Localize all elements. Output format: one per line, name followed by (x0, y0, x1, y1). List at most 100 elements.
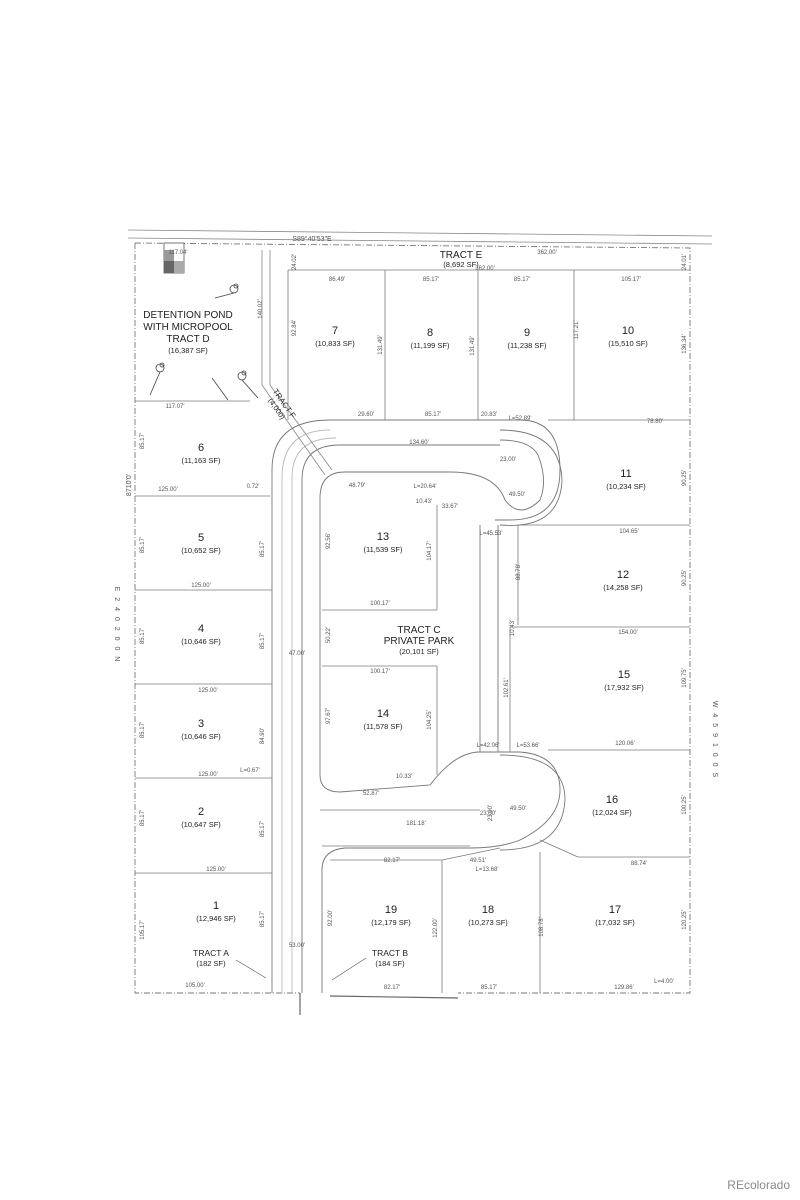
dimension-label: 23.00' (480, 811, 496, 817)
dimension-label: 125.00' (191, 583, 211, 589)
dimension-label-vertical: 117.21' (574, 320, 580, 339)
lot-number: 7 (332, 325, 338, 337)
dimension-label: L=52.89' (508, 416, 531, 422)
dimension-label: 362.00' (537, 250, 557, 256)
dimension-label-vertical: 131.49' (378, 335, 384, 355)
lot-number: 6 (198, 442, 204, 454)
lot-number: 3 (198, 718, 204, 730)
tract-b-label: TRACT B (184 SF) (331, 948, 409, 981)
dimension-label: 52.87' (363, 791, 379, 797)
lot-13: 13(11,539 SF) (363, 531, 403, 554)
dimension-label: L=45.53' (479, 531, 502, 537)
top-road (127, 229, 713, 245)
dimension-label-vertical: 131.49' (470, 336, 476, 356)
dimension-label: 10.43' (416, 499, 432, 505)
dimension-label: 85.17' (481, 985, 497, 991)
svg-text:TRACT B: TRACT B (372, 948, 409, 958)
lot-area: (10,646 SF) (181, 637, 221, 646)
svg-text:(182 SF): (182 SF) (196, 959, 226, 968)
street-right-of-way (271, 419, 566, 993)
lot-area: (10,833 SF) (315, 339, 355, 348)
lot-number: 4 (198, 623, 204, 635)
dimension-label-vertical: 85.17' (140, 722, 146, 738)
dimension-label: 154.00' (618, 630, 638, 636)
lot-11: 11(10,234 SF) (606, 468, 646, 491)
lot-3: 3(10,646 SF) (181, 718, 221, 741)
dimension-label: L=53.66' (516, 743, 539, 749)
dimension-label-vertical: 24.01' (682, 254, 688, 270)
dimension-label-vertical: 90.25' (682, 570, 688, 586)
lot-area: (17,032 SF) (595, 918, 635, 927)
svg-text:(8,692 SF): (8,692 SF) (443, 260, 479, 269)
tract-c-label: TRACT C PRIVATE PARK (20,101 SF) (384, 625, 455, 656)
dimension-label: 100.17' (370, 669, 390, 675)
dimension-label: 134.60' (409, 440, 429, 446)
lot-number: 2 (198, 806, 204, 818)
dimension-label: L=13.68' (475, 867, 498, 873)
dimension-label: 47.00' (289, 651, 305, 657)
dimension-label-vertical: 92.56' (326, 533, 332, 549)
lot-number: 16 (606, 794, 618, 806)
dimension-label-vertical: 85.17' (140, 433, 146, 449)
dimension-label-vertical: 120.25' (682, 910, 688, 930)
lot-labels: 1(12,946 SF)2(10,647 SF)3(10,646 SF)4(10… (181, 325, 648, 927)
dimension-label: 0.72' (247, 484, 260, 490)
dimension-label: 48.79' (349, 483, 365, 489)
lot-area: (11,238 SF) (507, 341, 547, 350)
lot-16: 16 (12,024 SF) (592, 794, 632, 817)
dimension-label-vertical: 92.00' (328, 910, 334, 926)
dimension-label: 125.00' (206, 867, 226, 873)
dimension-label-vertical: 122.00' (433, 918, 439, 938)
lot-area: (10,647 SF) (181, 820, 221, 829)
lot-number: 15 (618, 669, 630, 681)
building-icon (163, 242, 185, 274)
lot-area: (12,024 SF) (592, 808, 632, 817)
svg-text:TRACT A: TRACT A (193, 948, 229, 958)
dimension-label: L=4.00' (654, 979, 674, 985)
lot-area: (10,652 SF) (181, 546, 221, 555)
dimension-label-vertical: 85.17' (260, 541, 266, 557)
bearing-top: S89°40'53"E (292, 235, 332, 243)
dimension-label: 85.17' (423, 277, 439, 283)
svg-text:(16,387 SF): (16,387 SF) (168, 346, 208, 355)
dimension-label-vertical: 85.17' (260, 821, 266, 837)
svg-text:TRACT C: TRACT C (397, 625, 440, 636)
dimension-label-vertical: 97.67' (326, 708, 332, 724)
lot-number: 5 (198, 532, 204, 544)
lot-area: (12,179 SF) (371, 918, 411, 927)
dimension-label: 33.67' (442, 504, 458, 510)
lot-number: 10 (622, 325, 634, 337)
lot-number: 8 (427, 327, 433, 339)
bearing-left: 8710'0' (126, 474, 133, 496)
dimension-labels: 117.04'362.00'86.49'85.17'85.17'105.17'3… (140, 250, 688, 991)
lot-area: (14,258 SF) (603, 583, 643, 592)
lot-area: (11,163 SF) (181, 456, 221, 465)
lot-7: 7 (10,833 SF) (315, 325, 355, 348)
dimension-label: 85.17' (425, 412, 441, 418)
lot-1: 1 (12,946 SF) (196, 900, 236, 923)
bottom-outlet (299, 993, 459, 1015)
svg-text:(20,101 SF): (20,101 SF) (399, 647, 439, 656)
lot-lines (135, 269, 690, 993)
svg-text:PRIVATE PARK: PRIVATE PARK (384, 636, 455, 647)
lot-number: 9 (524, 327, 530, 339)
lot-4: 4 (10,646 SF) (181, 623, 221, 646)
dimension-label: 49.50' (509, 492, 525, 498)
dimension-label: 129.86' (614, 985, 634, 991)
lot-6: 6 (11,163 SF) (181, 442, 221, 465)
dimension-label: 125.00' (198, 688, 218, 694)
lot-area: (10,273 SF) (468, 918, 508, 927)
dimension-label: 117.07' (165, 404, 184, 410)
dimension-label-vertical: 50.22' (326, 627, 332, 643)
dimension-label-vertical: 24.02' (292, 254, 298, 270)
lot-area: (12,946 SF) (196, 914, 236, 923)
lot-number: 11 (620, 468, 631, 480)
dimension-label: 82.17' (384, 985, 400, 991)
lot-number: 1 (213, 900, 219, 912)
dimension-label: 23.00' (500, 457, 516, 463)
lot-number: 12 (617, 569, 629, 581)
dimension-label: 29.60' (358, 412, 374, 418)
watermark-logo: REcolorado (727, 1178, 790, 1192)
dimension-label: 105.00' (185, 983, 205, 989)
bearing-left-mid: E 2 4 0 2 0 0 N (113, 587, 120, 664)
